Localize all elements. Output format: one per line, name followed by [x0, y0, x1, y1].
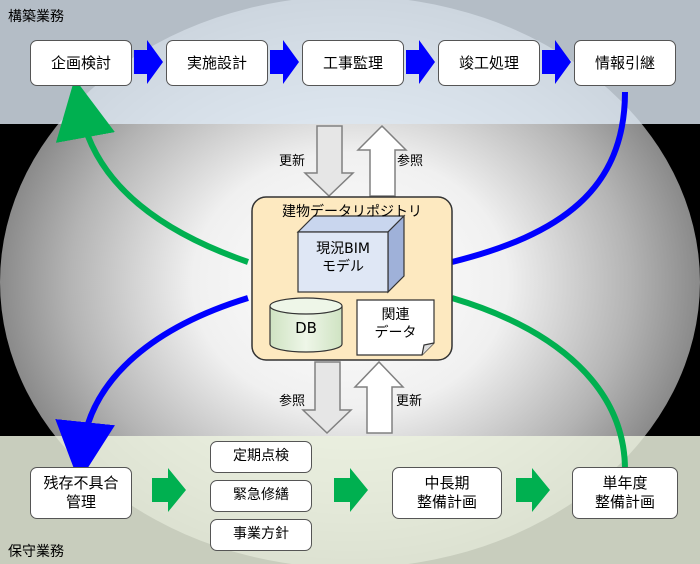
maintenance-arrow-2	[334, 468, 368, 512]
defects-line2: 管理	[65, 493, 96, 511]
db-cylinder-top	[269, 297, 343, 315]
step-planning: 企画検討	[30, 40, 132, 86]
bim-cube-front	[297, 231, 389, 293]
related-label-line2: データ	[374, 325, 417, 342]
db-cylinder-body	[269, 306, 343, 353]
related-label-line1: 関連	[381, 307, 410, 323]
document-fold	[421, 342, 435, 356]
step-design: 実施設計	[166, 40, 268, 86]
maintenance-arrow-1	[152, 468, 186, 512]
bottom-update-arrow	[353, 360, 405, 434]
step-completion: 竣工処理	[438, 40, 540, 86]
midterm-line1: 中長期	[424, 474, 470, 493]
db-label: DB	[295, 319, 317, 337]
process-arrow-1	[134, 40, 163, 84]
emergency-repair-box: 緊急修繕	[210, 480, 312, 512]
maintenance-arrow-3	[516, 468, 550, 512]
top-update-arrow	[303, 125, 355, 198]
business-policy-box: 事業方針	[210, 519, 312, 551]
annual-line1: 単年度	[602, 474, 648, 493]
midterm-line2: 整備計画	[416, 493, 477, 511]
process-arrows	[134, 40, 571, 84]
step-supervision: 工事監理	[302, 40, 404, 86]
construction-section-title: 構築業務	[8, 9, 64, 25]
repository-title: 建物データリポジトリ	[282, 204, 422, 220]
defects-line1: 残存不具合	[43, 474, 119, 493]
annual-plan-box: 単年度 整備計画	[572, 467, 678, 519]
annual-line2: 整備計画	[594, 493, 655, 511]
step-handover: 情報引継	[574, 40, 676, 86]
process-arrow-2	[270, 40, 299, 84]
defect-management-box: 残存不具合 管理	[30, 467, 132, 519]
blue-curve-line-top	[451, 91, 628, 265]
process-arrow-4	[542, 40, 571, 84]
bim-label-line2: モデル	[322, 259, 364, 276]
process-arrow-3	[406, 40, 435, 84]
maintenance-section-title: 保守業務	[8, 544, 64, 560]
green-curve-arrow-top	[55, 78, 249, 265]
blue-curve-arrow-bottom	[55, 295, 249, 482]
bottom-reference-arrow	[301, 361, 353, 435]
bim-label-line1: 現況BIM	[316, 241, 370, 257]
top-reference-arrow	[356, 124, 408, 197]
top-reference-label: 参照	[397, 154, 424, 169]
periodic-inspection-box: 定期点検	[210, 441, 312, 473]
green-curve-line-bottom	[451, 295, 628, 471]
midterm-plan-box: 中長期 整備計画	[392, 467, 502, 519]
bottom-update-label: 更新	[396, 394, 423, 409]
bim-model-label: 現況BIM モデル	[298, 240, 388, 276]
related-data-label: 関連 データ	[357, 306, 434, 342]
bottom-reference-label: 参照	[279, 394, 306, 409]
top-update-label: 更新	[279, 154, 306, 169]
maintenance-arrows	[152, 468, 550, 512]
